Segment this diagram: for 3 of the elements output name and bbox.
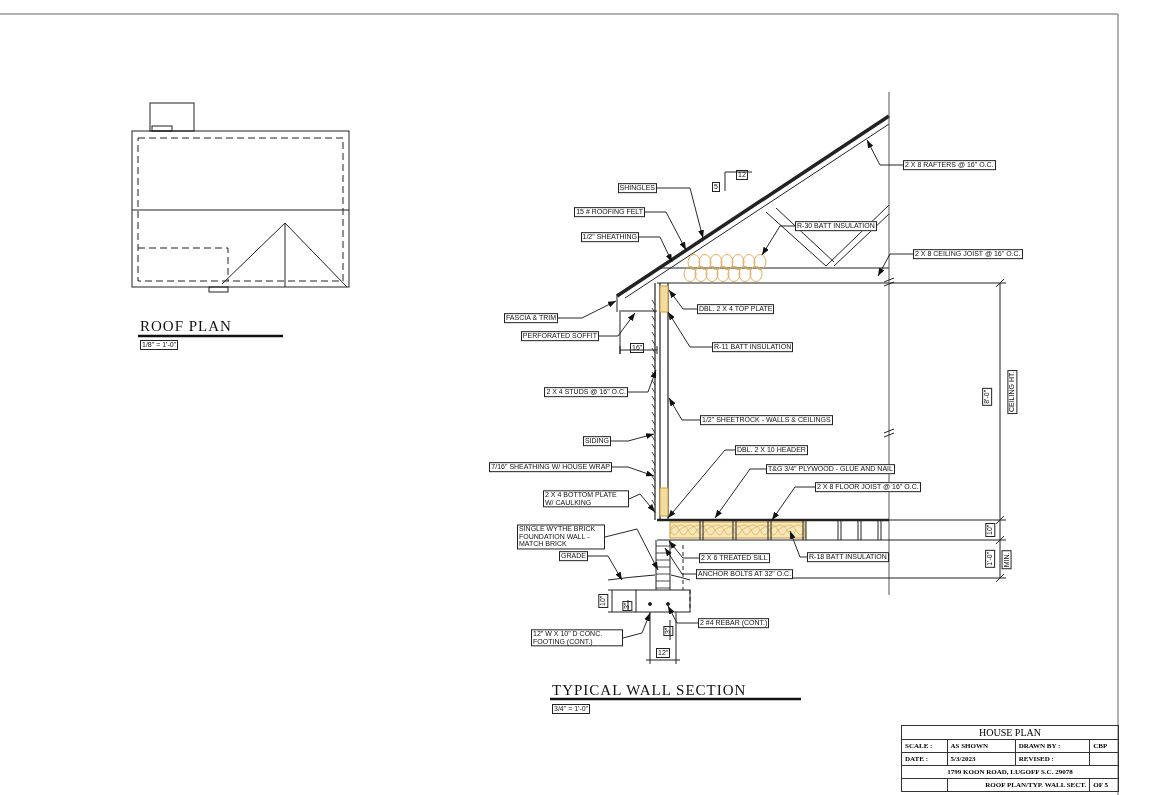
drawing-title: ROOF PLAN (140, 318, 232, 335)
drawing-title: TYPICAL WALL SECTION (552, 682, 747, 699)
title-block-heading: HOUSE PLAN (901, 725, 1119, 740)
